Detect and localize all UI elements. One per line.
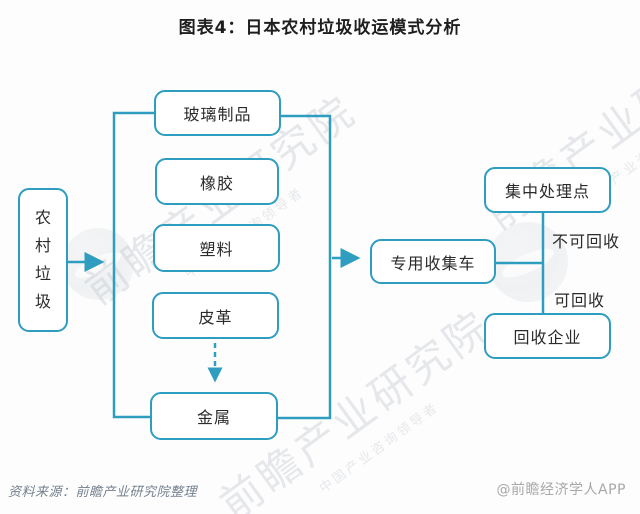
node-plastic: 塑料: [153, 224, 280, 272]
node-leather: 皮革: [152, 292, 279, 339]
node-recycling-company: 回收企业: [484, 313, 611, 359]
right-bracket-line: [277, 114, 332, 420]
node-central-processing: 集中处理点: [484, 167, 611, 213]
node-label: 农村垃圾: [34, 208, 51, 311]
source-note: 资料来源：前瞻产业研究院整理: [8, 485, 198, 500]
chart-title: 图表4：日本农村垃圾收运模式分析: [178, 18, 462, 38]
node-label: 橡胶: [199, 173, 234, 193]
node-glass-products: 玻璃制品: [154, 90, 281, 136]
node-rubber: 橡胶: [155, 158, 279, 205]
node-label: 金属: [196, 408, 231, 427]
node-label: 塑料: [199, 240, 234, 259]
node-label: 皮革: [198, 307, 233, 327]
node-metal: 金属: [150, 392, 278, 440]
label-recyclable: 可回收: [554, 291, 606, 310]
node-label: 集中处理点: [504, 182, 590, 201]
node-label: 回收企业: [513, 328, 582, 347]
node-collection-vehicle: 专用收集车: [370, 239, 496, 284]
node-rural-waste: 农村垃圾: [18, 188, 68, 332]
left-bracket-line: [112, 111, 154, 419]
node-label: 专用收集车: [390, 253, 476, 273]
label-non-recyclable: 不可回收: [552, 232, 621, 251]
credit-note: @前瞻经济学人APP: [496, 482, 626, 498]
node-label: 玻璃制品: [183, 105, 252, 124]
